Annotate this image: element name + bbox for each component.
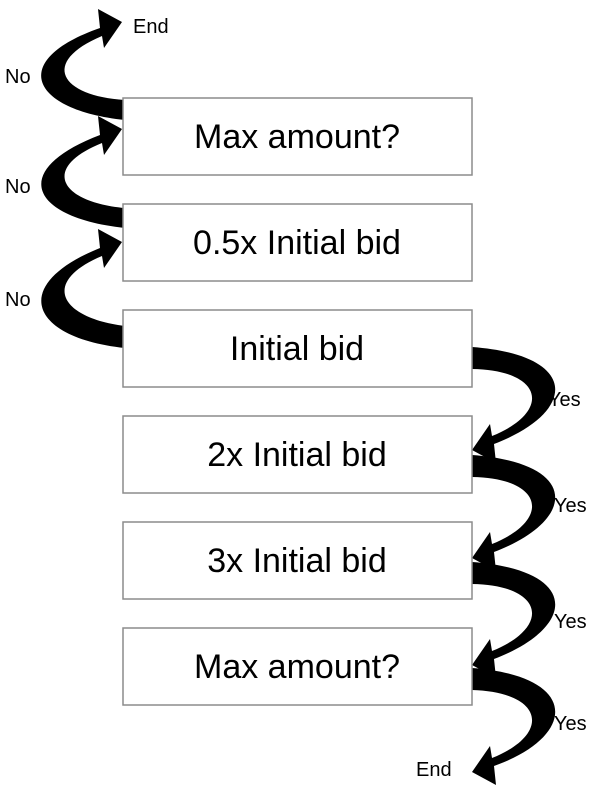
label-yes-1: Yes (548, 389, 581, 411)
step-half-bid: 0.5x Initial bid (122, 203, 473, 282)
step-initial-bid: Initial bid (122, 309, 473, 388)
step-triple-bid: 3x Initial bid (122, 521, 473, 600)
label-no-2: No (5, 176, 31, 198)
step-label: 0.5x Initial bid (193, 224, 401, 262)
step-max-top: Max amount? (122, 97, 473, 176)
arrow-yes-to-end (472, 668, 556, 785)
arrow-no-max (41, 116, 125, 228)
label-yes-2: Yes (554, 495, 587, 517)
label-yes-3: Yes (554, 611, 587, 633)
label-no-1: No (5, 66, 31, 88)
arrow-yes-double (472, 455, 556, 571)
label-no-3: No (5, 289, 31, 311)
arrow-no-to-end (41, 9, 125, 120)
step-label: Max amount? (194, 118, 400, 156)
arrows-left (41, 9, 125, 348)
step-label: 3x Initial bid (207, 542, 387, 580)
step-label: 2x Initial bid (207, 436, 387, 474)
label-end-top: End (133, 16, 169, 38)
step-double-bid: 2x Initial bid (122, 415, 473, 494)
label-end-bottom: End (416, 759, 452, 781)
step-label: Initial bid (230, 330, 364, 368)
step-max-bottom: Max amount? (122, 627, 473, 706)
arrow-yes-triple (472, 562, 556, 678)
label-yes-4: Yes (554, 713, 587, 735)
arrow-yes-initial (472, 347, 556, 463)
arrow-no-half (41, 229, 125, 348)
step-label: Max amount? (194, 648, 400, 686)
arrows-right (472, 347, 556, 785)
